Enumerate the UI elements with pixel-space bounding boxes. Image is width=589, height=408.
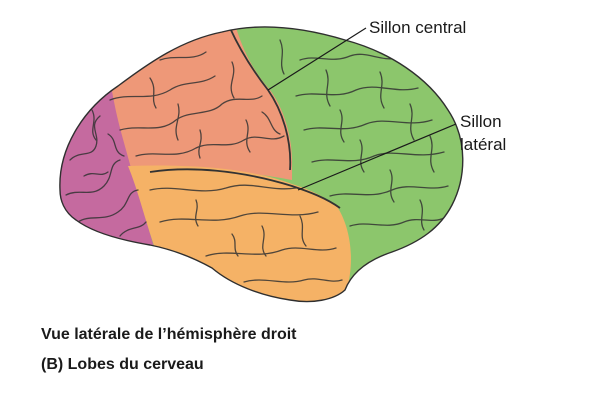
gyri-texture — [65, 39, 449, 283]
caption-view: Vue latérale de l’hémisphère droit — [41, 326, 297, 343]
occipital-lobe — [59, 26, 158, 260]
central-sulcus-label: Sillon central — [369, 18, 467, 37]
leader-line-central — [267, 27, 367, 91]
temporal-lobe — [128, 165, 351, 302]
leader-line-lateral — [297, 123, 457, 191]
lateral-sulcus-label-line1: Sillon — [460, 112, 502, 131]
lateral-sulcus-label-line2: latéral — [460, 135, 507, 154]
caption-title: (B) Lobes du cerveau — [41, 356, 204, 373]
lateral-sulcus — [149, 168, 341, 209]
brain-outline — [59, 26, 464, 303]
